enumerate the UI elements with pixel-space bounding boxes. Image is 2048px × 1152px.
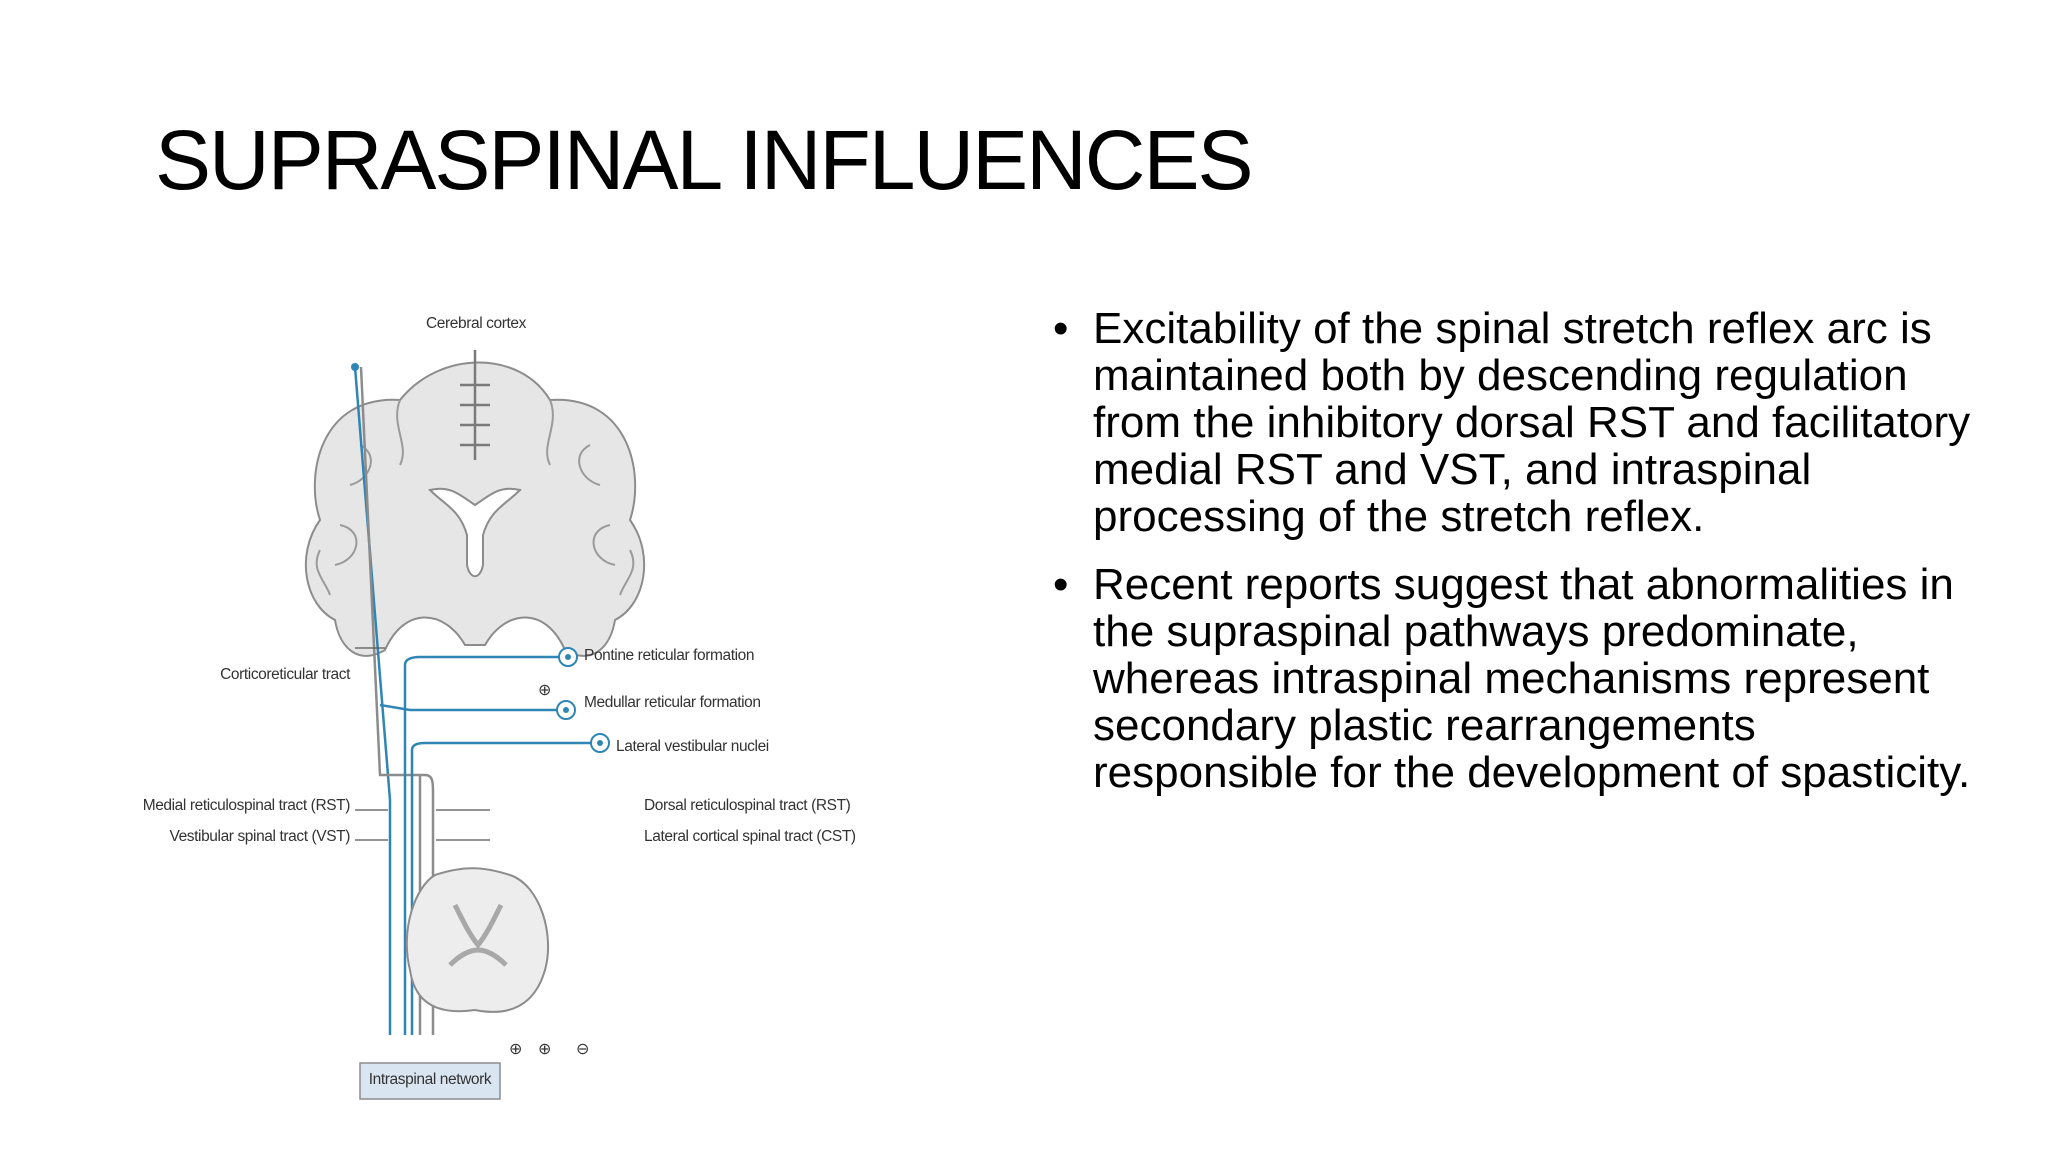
sign-minus: ⊖	[576, 1041, 590, 1058]
slide-title: SUPRASPINAL INFLUENCES	[155, 113, 1254, 207]
spinal-cord-section	[405, 867, 550, 1013]
figure-labels: Cerebral cortex Corticoreticular tract P…	[143, 305, 870, 1115]
diagram-svg	[304, 350, 646, 1100]
bullet-list: • Excitability of the spinal stretch ref…	[1050, 305, 1990, 817]
sign-plus-1: ⊕	[509, 1041, 523, 1058]
sign-plus-2: ⊕	[538, 1041, 552, 1058]
label-intraspinal-network: Intraspinal network	[368, 1071, 492, 1088]
label-pontine-reticular-formation: Pontine reticular formation	[584, 647, 755, 664]
label-vst: Vestibular spinal tract (VST)	[169, 828, 350, 845]
intraspinal-network-box	[359, 1062, 501, 1100]
leader-lines	[355, 647, 490, 841]
label-medullar-reticular-formation: Medullar reticular formation	[584, 694, 761, 711]
label-lateral-cst: Lateral cortical spinal tract (CST)	[644, 828, 856, 845]
bullet-text: Recent reports suggest that abnormalitie…	[1093, 560, 1971, 797]
bullet-text: Excitability of the spinal stretch refle…	[1093, 304, 1971, 541]
bullet-item: • Recent reports suggest that abnormalit…	[1050, 561, 1990, 796]
label-medial-rst: Medial reticulospinal tract (RST)	[142, 797, 351, 814]
label-lateral-vestibular-nuclei: Lateral vestibular nuclei	[616, 738, 769, 755]
nuclei	[556, 647, 610, 753]
pathway-start-dot	[351, 363, 359, 371]
label-dorsal-rst: Dorsal reticulospinal tract (RST)	[644, 797, 851, 814]
sign-plus-pontine: ⊕	[538, 682, 552, 699]
bullet-dot: •	[1053, 560, 1069, 609]
brain-section	[304, 350, 646, 657]
supraspinal-pathways-diagram	[250, 305, 870, 1115]
bullet-item: • Excitability of the spinal stretch ref…	[1050, 305, 1990, 540]
bullet-dot: •	[1053, 304, 1069, 353]
label-corticoreticular-tract: Corticoreticular tract	[220, 666, 350, 683]
label-cerebral-cortex: Cerebral cortex	[426, 315, 526, 332]
